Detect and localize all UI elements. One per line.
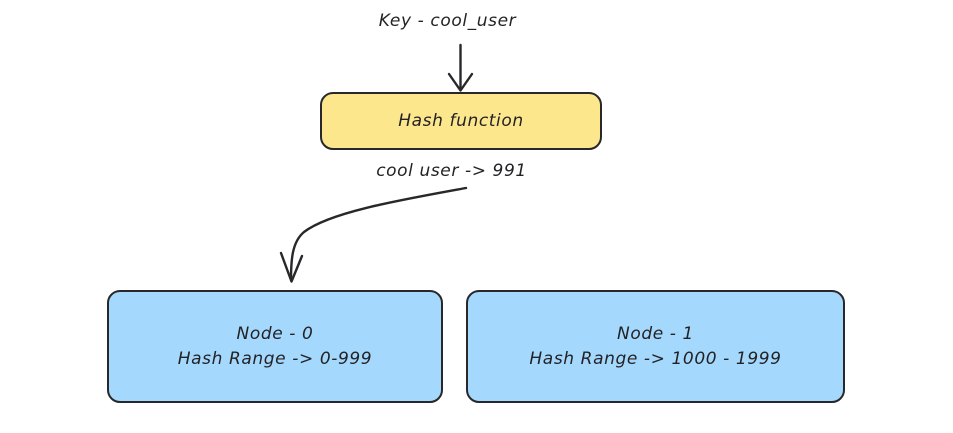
node-1-box[interactable]: Node - 1 Hash Range -> 1000 - 1999 (466, 290, 845, 403)
node-0-box[interactable]: Node - 0 Hash Range -> 0-999 (107, 290, 443, 403)
hash-function-box[interactable]: Hash function (320, 92, 602, 150)
node-1-range: Hash Range -> 1000 - 1999 (529, 348, 782, 369)
node-1-name: Node - 1 (617, 323, 694, 344)
hash-function-label: Hash function (398, 110, 524, 131)
arrow-key-to-hash (447, 43, 474, 92)
node-0-name: Node - 0 (236, 323, 314, 344)
hash-result-label: cool user -> 991 (376, 161, 527, 181)
key-label: Key - cool_user (378, 11, 517, 31)
arrow-hash-to-node0 (279, 186, 468, 283)
node-0-range: Hash Range -> 0-999 (177, 348, 373, 369)
